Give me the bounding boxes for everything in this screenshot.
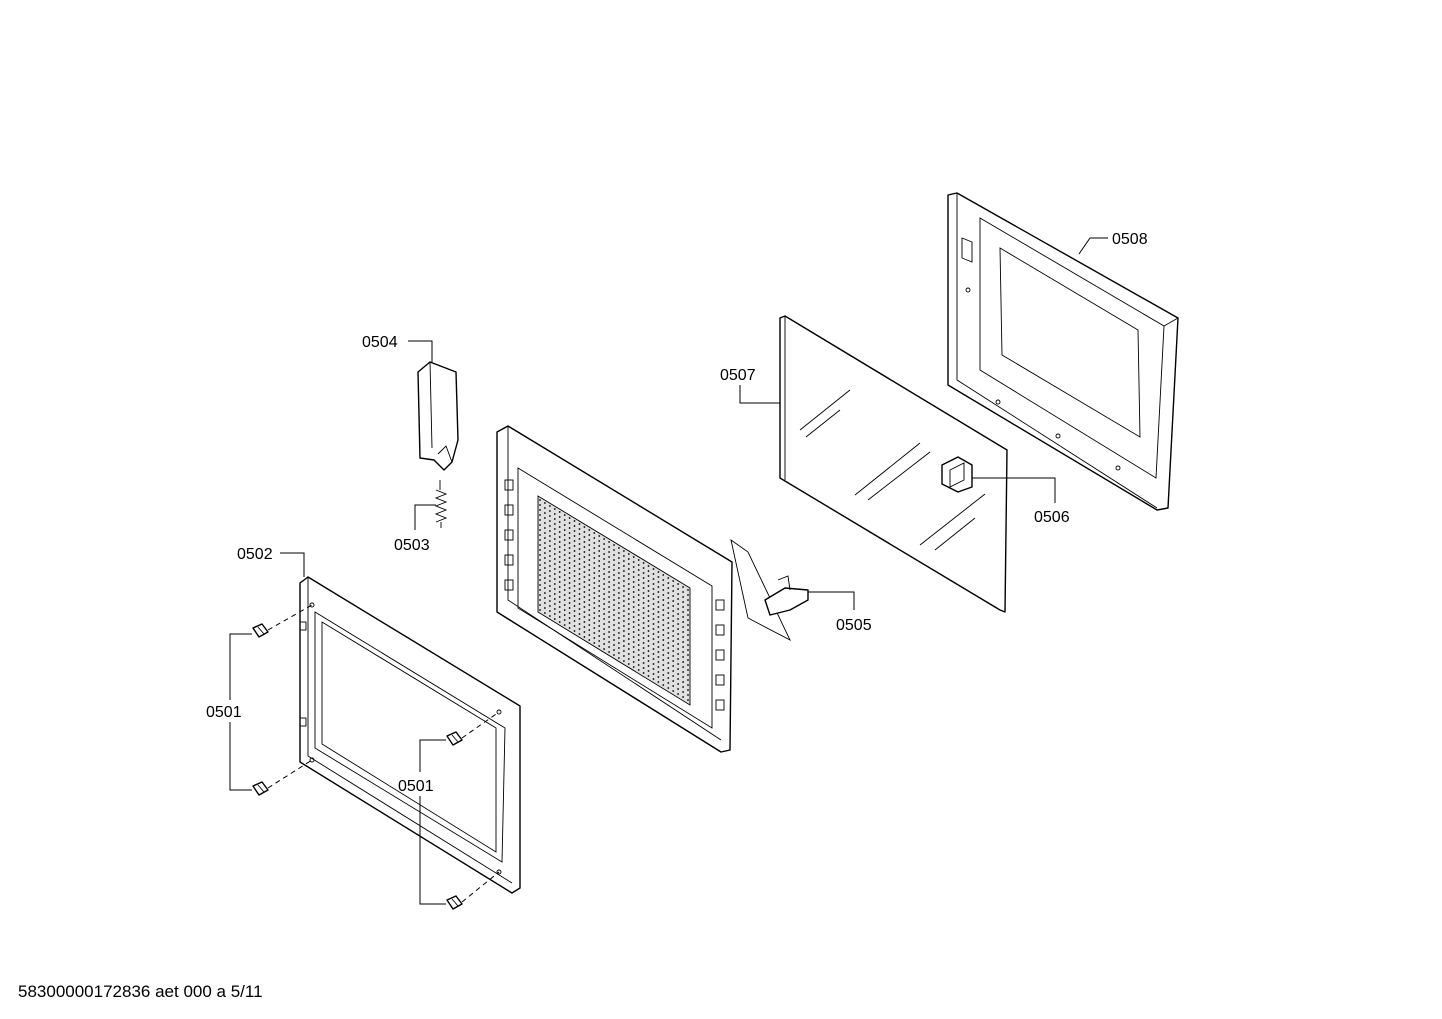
leader-0501-right-bottom [419,796,446,905]
screw-middle-right [446,731,463,746]
leader-0508 [1078,237,1108,255]
label-0507: 0507 [720,367,756,384]
screw-bottom-right [446,895,463,910]
label-0505: 0505 [836,617,872,634]
part-0501-screws [252,604,500,910]
part-0507-glass-pane [779,315,1008,613]
part-0505-hinge-bracket [730,538,809,642]
leader-0506 [972,477,1056,503]
label-0501-right: 0501 [398,778,434,795]
leader-0501-left-top [229,633,252,700]
label-0508: 0508 [1112,231,1148,248]
part-0506-glass-clip [941,456,973,493]
leader-0501-left-bottom [229,722,252,791]
leader-0507 [739,385,780,404]
leader-0505 [808,591,855,610]
leader-0501-right-top [419,739,446,772]
part-0508-inner-frame [947,192,1179,511]
label-0504: 0504 [362,334,398,351]
label-0502: 0502 [237,546,273,563]
leader-0502 [280,552,305,577]
leader-0503 [414,504,436,530]
label-0501-left: 0501 [206,704,242,721]
drawing-reference-code: 58300000172836 aet 000 a 5/11 [18,982,263,1001]
leader-0504 [408,340,433,362]
label-0503: 0503 [394,537,430,554]
perforation-dots [539,499,689,701]
label-0506: 0506 [1034,509,1070,526]
screw-bottom-left [252,781,269,796]
part-0504-latch-hook [417,361,459,471]
screw-top-left [252,623,269,638]
part-0503-spring [434,480,448,528]
part-0502-front-frame [299,576,521,894]
